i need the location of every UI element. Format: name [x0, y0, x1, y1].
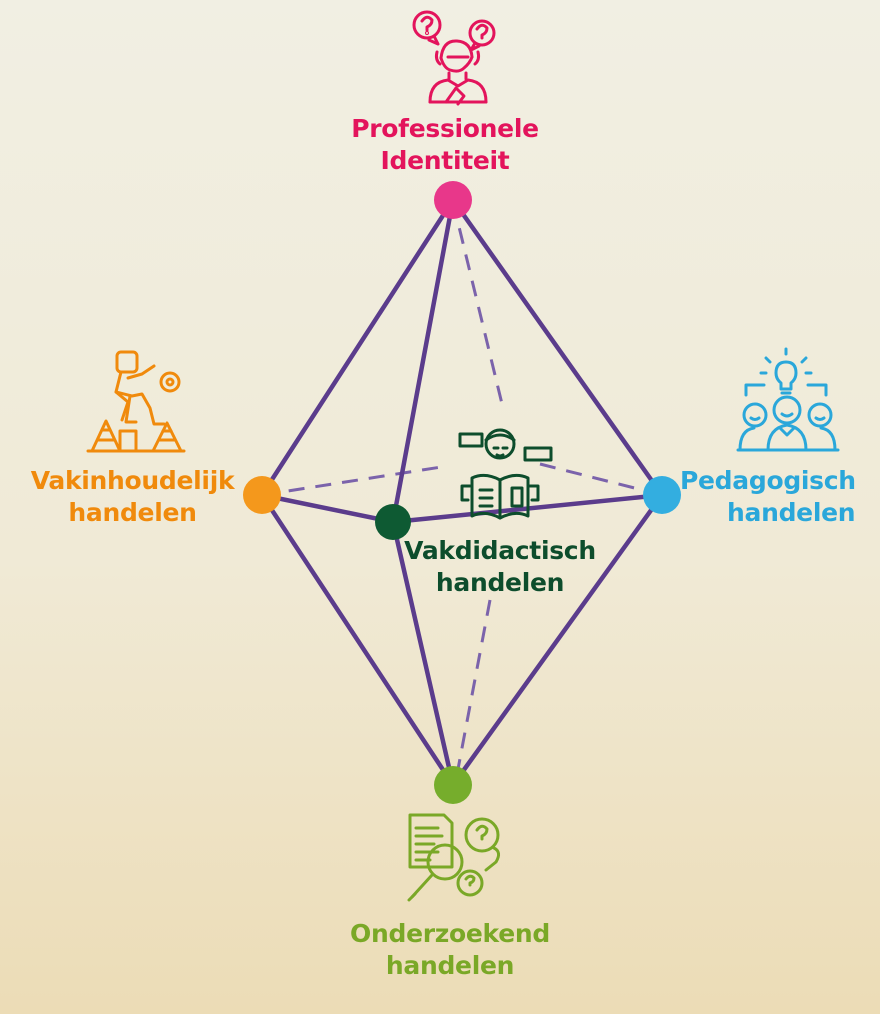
edge-left-center-dashed-a	[261, 464, 449, 497]
edge-top-center-dashed	[451, 201, 505, 409]
edge-front-bottom	[390, 519, 456, 788]
node-label-line: Professionele	[351, 114, 539, 143]
node-label-line: Identiteit	[380, 146, 510, 175]
edge-top-right	[450, 197, 665, 498]
edge-right-bottom	[450, 492, 665, 788]
teacher-reading-book-icon	[458, 428, 553, 520]
node-label-vakdidactisch-handelen: Vakdidactisch handelen	[395, 535, 605, 599]
node-label-line: handelen	[435, 568, 565, 597]
vertex-left-dot	[243, 476, 281, 514]
node-label-line: Pedagogisch	[680, 466, 856, 495]
node-label-line: handelen	[385, 951, 515, 980]
document-magnifier-icon	[407, 813, 501, 902]
node-label-line: Onderzoekend	[350, 919, 550, 948]
edge-center-right-dashed	[539, 462, 663, 497]
node-label-line: handelen	[727, 498, 856, 527]
node-label-line: Vakdidactisch	[404, 536, 596, 565]
vertex-right-dot	[643, 476, 681, 514]
athlete-with-cones-icon	[86, 350, 186, 453]
node-label-line: handelen	[68, 498, 197, 527]
vertex-front-dot	[375, 504, 411, 540]
node-label-line: Vakinhoudelijk	[30, 466, 235, 495]
hidden-edges	[261, 201, 663, 786]
edge-center-bottom-dashed	[453, 599, 492, 786]
edge-left-bottom	[259, 492, 456, 788]
node-label-vakinhoudelijk-handelen: Vakinhoudelijk handelen	[0, 465, 265, 529]
node-label-professionele-identiteit: Professionele Identiteit	[320, 113, 570, 177]
group-with-lightbulb-icon	[736, 347, 840, 452]
edge-left-front	[259, 492, 396, 525]
node-label-pedagogisch-handelen: Pedagogisch handelen	[680, 465, 880, 529]
vertex-top-dot	[434, 181, 472, 219]
thinking-person-icon	[412, 10, 496, 106]
node-label-onderzoekend-handelen: Onderzoekend handelen	[330, 918, 570, 982]
vertex-bottom-dot	[434, 766, 472, 804]
edge-top-front	[390, 197, 456, 525]
edge-top-left	[259, 197, 456, 498]
